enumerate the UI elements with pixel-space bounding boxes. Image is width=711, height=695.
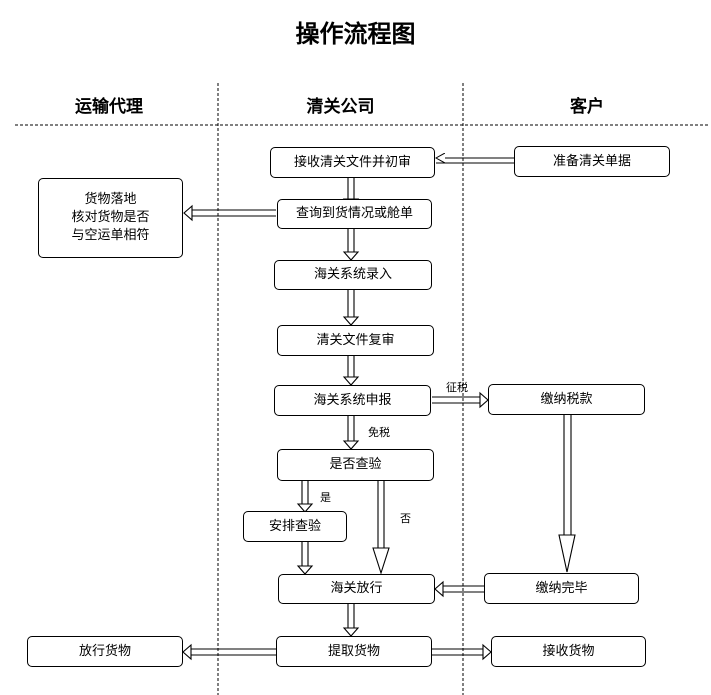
lane-header-agent: 运输代理 [75,97,143,117]
node-release-goods: 放行货物 [27,636,183,667]
edge-label-no: 否 [400,512,411,525]
arrow-paid-to-release [434,580,486,598]
arrow-query-to-entry [342,229,360,261]
node-customs-entry: 海关系统录入 [274,260,432,290]
arrow-inspect-no [372,481,390,575]
node-cargo-landing: 货物落地 核对货物是否 与空运单相符 [38,178,183,258]
arrow-inspect-yes [296,481,314,513]
arrow-recheck-to-declare [342,356,360,386]
arrow-declare-to-pay [432,391,489,409]
node-paid: 缴纳完毕 [484,573,639,604]
edge-label-duty-free: 免税 [368,426,390,439]
node-recheck: 清关文件复审 [277,325,434,356]
page-title: 操作流程图 [295,20,416,48]
node-pay-tax: 缴纳税款 [488,384,645,415]
arrow-release-to-pickup [342,604,360,637]
lane-header-customs-broker: 清关公司 [306,97,375,117]
node-pickup: 提取货物 [276,636,432,667]
edge-label-yes: 是 [320,491,331,504]
arrow-query-to-landing [183,204,276,222]
arrow-entry-to-recheck [342,290,360,326]
lane-header-customer: 客户 [570,97,604,117]
node-cargo-landing-line3: 与空运单相符 [71,228,150,243]
node-receive-docs: 接收清关文件并初审 [270,147,435,178]
arrow-pickup-to-receive-goods [432,643,492,661]
node-query-cargo: 查询到货情况或舱单 [277,199,432,229]
node-inspect-decision: 是否查验 [277,449,434,481]
node-release: 海关放行 [278,574,435,604]
node-prepare-docs: 准备清关单据 [514,146,670,177]
node-cargo-landing-line1: 货物落地 [84,192,137,207]
node-arrange-inspection: 安排查验 [243,511,347,542]
node-declare: 海关系统申报 [274,385,431,416]
edge-label-tax: 征税 [446,381,468,394]
arrow-pay-to-paid [558,415,576,573]
arrow-prepare-to-receive [436,158,514,164]
arrow-declare-to-inspect [342,416,360,450]
node-receive-goods: 接收货物 [491,636,646,667]
node-cargo-landing-line2: 核对货物是否 [71,210,150,225]
arrow-arrange-to-release [296,542,314,575]
arrow-pickup-to-release-goods [182,643,276,661]
